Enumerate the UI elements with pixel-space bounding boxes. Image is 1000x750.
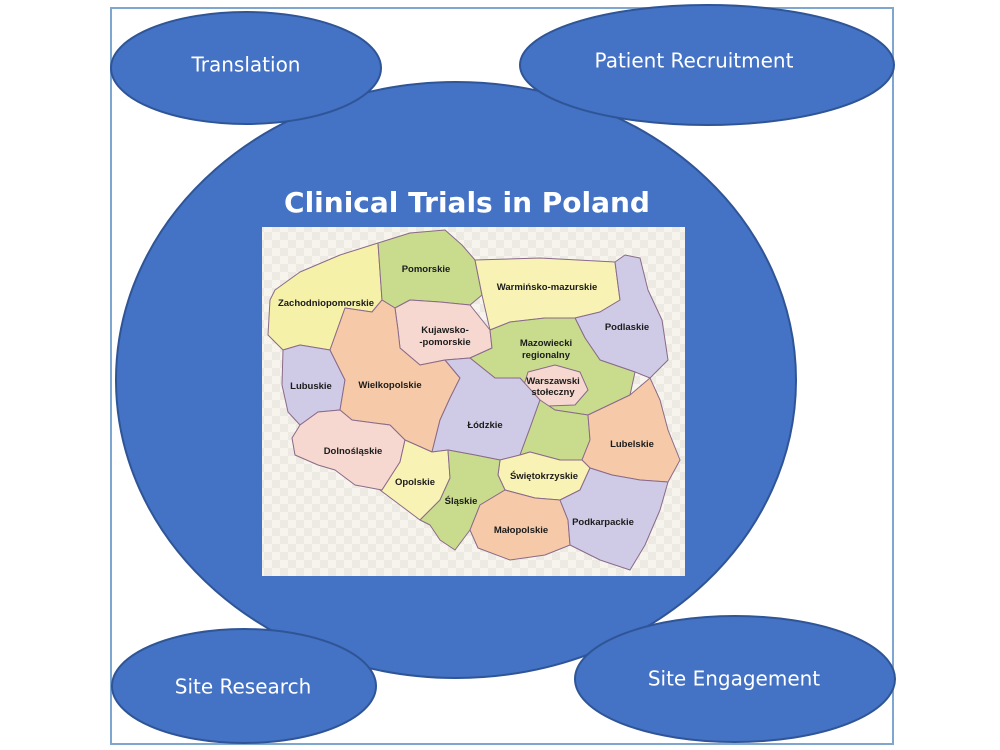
label-kujawsko-line1: Kujawsko- [421,325,469,336]
label-dolnoslaskie: Dolnośląskie [324,446,383,457]
label-mazowiecki-line1: Mazowiecki [520,338,572,349]
label-opolskie: Opolskie [395,477,435,488]
label-warszawski-line2: stołeczny [531,387,575,398]
label-warminsko-mazurskie: Warmińsko-mazurskie [497,282,598,293]
diagram-frame [110,7,894,745]
label-lubuskie: Lubuskie [290,381,332,392]
label-kujawsko-line2: -pomorskie [419,337,470,348]
label-malopolskie: Małopolskie [494,525,548,536]
region-podlaskie [574,254,669,379]
oval-site-research-label: Site Research [175,675,312,699]
label-swietokrzyskie: Świętokrzyskie [510,470,578,482]
region-slaskie [419,449,506,551]
oval-site-engagement: Site Engagement [574,615,896,743]
region-podkarpackie [559,467,669,571]
label-slaskie: Śląskie [445,495,478,507]
oval-translation-label: Translation [191,53,301,77]
label-pomorskie: Pomorskie [402,264,451,275]
label-wielkopolskie: Wielkopolskie [358,380,421,391]
label-mazowiecki-line2: regionalny [522,350,571,361]
oval-patient-recruitment: Patient Recruitment [519,4,895,126]
label-lodzkie: Łódzkie [467,420,502,431]
oval-translation: Translation [110,11,382,125]
page-title: Clinical Trials in Poland [284,186,650,219]
label-podkarpackie: Podkarpackie [572,517,634,528]
label-warszawski-line1: Warszawski [526,376,580,387]
label-zachodniopomorskie: Zachodniopomorskie [278,298,374,309]
poland-map: Pomorskie Warmińsko-mazurskie Zachodniop… [262,227,685,576]
oval-patient-recruitment-label: Patient Recruitment [595,49,794,73]
oval-site-engagement-label: Site Engagement [648,667,820,691]
label-lubelskie: Lubelskie [610,439,654,450]
label-podlaskie: Podlaskie [605,322,649,333]
oval-site-research: Site Research [111,628,377,744]
